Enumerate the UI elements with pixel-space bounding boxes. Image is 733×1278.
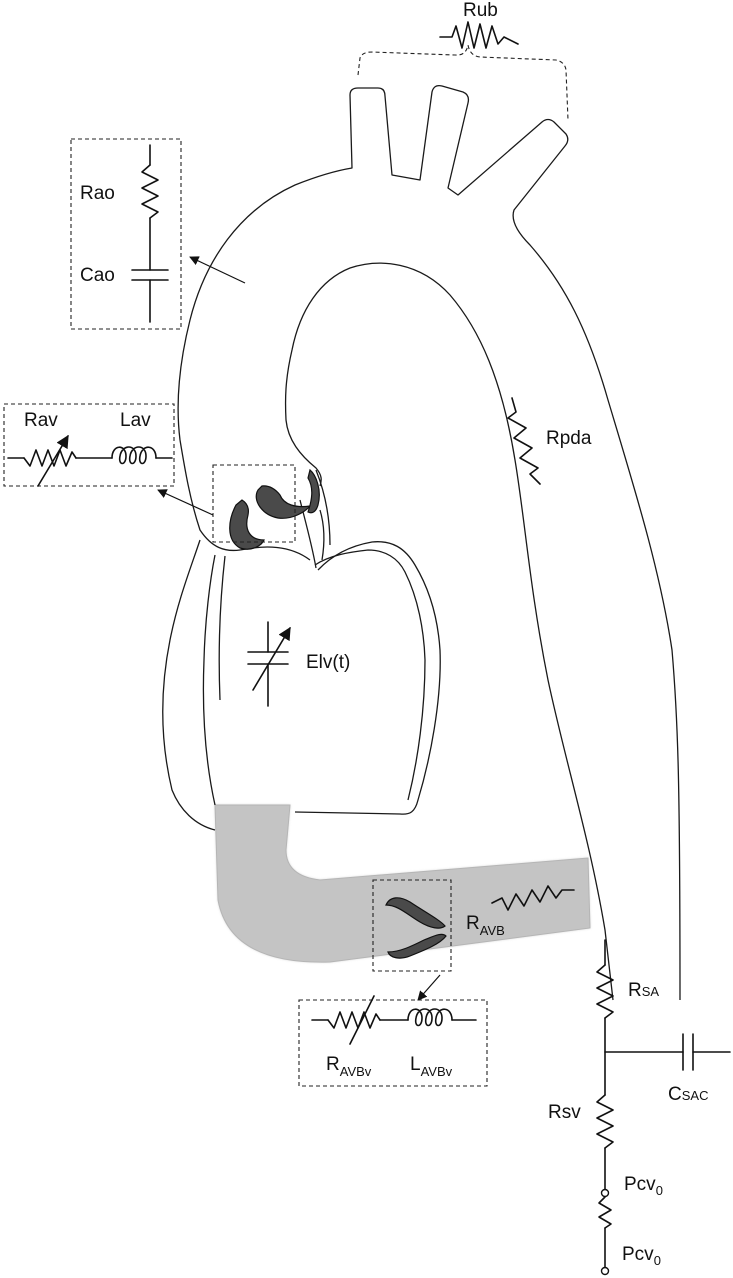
aortic-valve-leaflet-outer: [307, 468, 320, 514]
label-rpda: Rpda: [546, 428, 592, 449]
avb-valve-leaflet-bottom: [387, 933, 447, 959]
label-rsv: Rsv: [548, 1102, 581, 1123]
ravb-resistor: [491, 885, 575, 911]
label-lav: Lav: [120, 410, 151, 431]
rav-lav-circuit: [7, 434, 173, 487]
head-vessels-brace: [357, 44, 569, 121]
rpda-resistor: [507, 397, 541, 485]
aortic-valve-region-box: [212, 464, 296, 543]
label-lavbv: LAVBv: [410, 1054, 453, 1079]
avbv-rl-box: [298, 999, 488, 1087]
label-pcv-bottom: Pcv0: [622, 1244, 661, 1268]
aortic-valve-leaflet-left: [229, 499, 265, 550]
label-cao: Cao: [80, 265, 115, 286]
label-pcv-top: Pcv0: [624, 1174, 663, 1198]
aortic-valve-leaflet-right: [255, 485, 312, 519]
label-csac: CSAC: [668, 1084, 708, 1105]
label-rub: Rub: [463, 0, 498, 21]
label-rav: Rav: [24, 410, 58, 431]
arrow-to-valve-box: [157, 489, 214, 516]
avb-valve-region-box: [372, 879, 452, 972]
aortic-valve-rl-box: [3, 403, 175, 487]
label-elv: Elv(t): [306, 652, 350, 673]
label-ravbv: RAVBv: [326, 1054, 372, 1079]
arrow-to-avbv-box: [417, 974, 441, 1001]
arrow-to-aorta-box: [189, 256, 246, 284]
pcv-bottom-terminal: [600, 1266, 610, 1276]
avb-valve-leaflet-top: [385, 897, 446, 929]
elv-variable-capacitor: [247, 621, 291, 707]
pcv-top-terminal: [600, 1188, 610, 1198]
label-rao: Rao: [80, 183, 115, 204]
systemic-circuit: [596, 939, 731, 1276]
label-ravb: RAVB: [466, 913, 505, 938]
ravbv-lavbv-circuit: [311, 995, 477, 1045]
rao-cao-circuit: [131, 144, 169, 323]
label-rsa: RSA: [628, 980, 659, 1001]
aorta-rc-box: [70, 138, 182, 330]
rub-resistor: [439, 21, 519, 49]
